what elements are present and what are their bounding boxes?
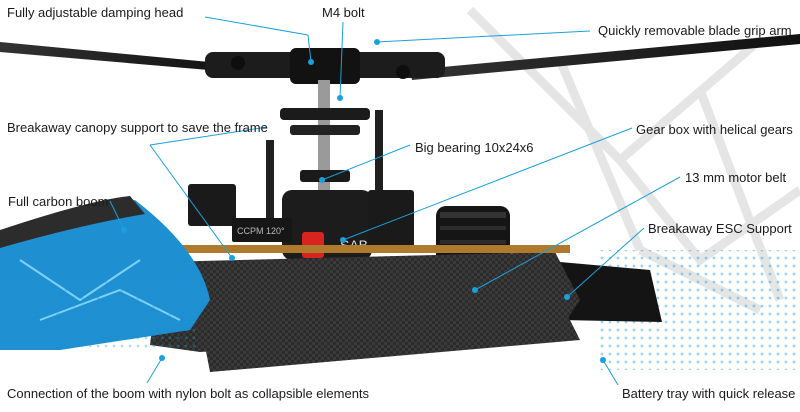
servos: CCPM 120° (188, 184, 414, 248)
esc-support (560, 262, 662, 322)
carbon-frame (150, 245, 580, 372)
label-big-bearing: Big bearing 10x24x6 (415, 140, 534, 155)
label-boom-connection: Connection of the boom with nylon bolt a… (7, 386, 370, 401)
callout-leaders (109, 16, 681, 386)
label-blade-grip: Quickly removable blade grip arm (598, 23, 792, 38)
canopy (0, 196, 210, 350)
label-carbon-boom: Full carbon boom (8, 194, 109, 209)
model-mark: CCPM 120° (237, 226, 285, 236)
label-gear-box: Gear box with helical gears (636, 122, 793, 137)
label-esc-support: Breakaway ESC Support (648, 221, 792, 236)
label-m4-bolt: M4 bolt (322, 5, 365, 20)
main-rotor (0, 34, 800, 84)
label-motor-belt: 13 mm motor belt (685, 170, 787, 185)
label-damping-head: Fully adjustable damping head (7, 5, 184, 20)
rotor-head-assembly (266, 80, 383, 220)
label-battery-tray: Battery tray with quick release (622, 386, 796, 401)
label-canopy-support: Breakaway canopy support to save the fra… (7, 120, 268, 135)
